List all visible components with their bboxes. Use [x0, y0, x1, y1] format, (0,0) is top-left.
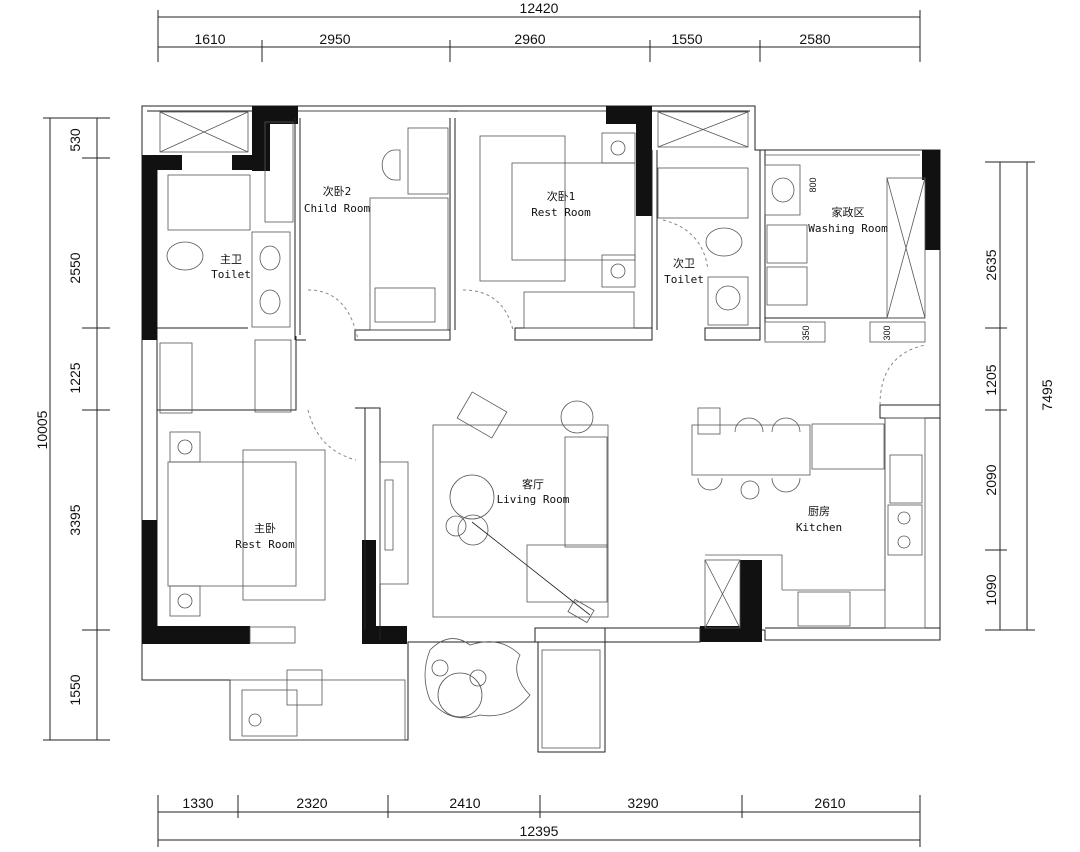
room-en: Living Room: [497, 493, 570, 506]
room-cn: 主卧: [254, 522, 276, 535]
dim-right-total: 7495: [1039, 379, 1055, 410]
dim-bottom-2: 2320: [296, 795, 327, 811]
furniture: [159, 121, 926, 737]
room-master-bedroom: 主卧 Rest Room: [235, 522, 295, 551]
room-cn: 厨房: [808, 505, 830, 518]
room-en: Rest Room: [235, 538, 295, 551]
room-cn: 次卧2: [323, 184, 352, 198]
room-en: Toilet: [664, 273, 704, 286]
dim-bottom-4: 3290: [627, 795, 658, 811]
door-swings: [307, 219, 926, 461]
bottom-dimension-lines: [157, 795, 921, 847]
room-living-room: 客厅 Living Room: [497, 477, 570, 506]
dim-300: 300: [882, 325, 892, 340]
dim-top-total: 12420: [520, 0, 559, 16]
dim-bottom-total: 12395: [520, 823, 559, 839]
dim-left-2: 2550: [67, 252, 83, 283]
dim-top-4: 1550: [671, 31, 702, 47]
dim-350: 350: [801, 325, 811, 340]
room-cn: 家政区: [832, 205, 865, 219]
room-second-toilet: 次卫 Toilet: [664, 256, 704, 286]
dim-left-1: 530: [67, 128, 83, 152]
dim-top-5: 2580: [799, 31, 830, 47]
room-washing-room: 家政区 Washing Room: [808, 205, 888, 235]
room-en: Kitchen: [796, 521, 842, 534]
room-rest-room-1: 次卧1 Rest Room: [531, 189, 591, 219]
dim-top-2: 2950: [319, 31, 350, 47]
walls: [141, 105, 941, 753]
dim-right-1: 2635: [983, 249, 999, 280]
dim-left-4: 3395: [67, 504, 83, 535]
top-dimension-lines: [157, 10, 921, 62]
dim-top-3: 2960: [514, 31, 545, 47]
dim-left-total: 10005: [34, 410, 50, 449]
room-en: Rest Room: [531, 206, 591, 219]
room-cn: 客厅: [522, 477, 544, 491]
room-en: Toilet: [211, 268, 251, 281]
room-master-toilet: 主卫 Toilet: [211, 253, 251, 281]
room-cn: 主卫: [220, 253, 242, 266]
room-cn: 次卫: [673, 256, 695, 270]
dim-left-3: 1225: [67, 362, 83, 393]
dim-right-2: 1205: [983, 364, 999, 395]
right-dimension-lines: [985, 161, 1035, 631]
left-dimension-lines: [43, 117, 110, 741]
room-cn: 次卧1: [547, 189, 576, 203]
room-en: Child Room: [304, 202, 371, 215]
dim-800: 800: [808, 177, 818, 192]
dim-top-1: 1610: [194, 31, 225, 47]
dim-left-5: 1550: [67, 674, 83, 705]
dim-right-4: 1090: [983, 574, 999, 605]
dim-right-3: 2090: [983, 464, 999, 495]
room-kitchen: 厨房 Kitchen: [796, 505, 842, 534]
room-en: Washing Room: [808, 222, 888, 235]
room-child-room: 次卧2 Child Room: [304, 184, 371, 215]
dim-bottom-1: 1330: [182, 795, 213, 811]
dim-bottom-3: 2410: [449, 795, 480, 811]
dim-bottom-5: 2610: [814, 795, 845, 811]
